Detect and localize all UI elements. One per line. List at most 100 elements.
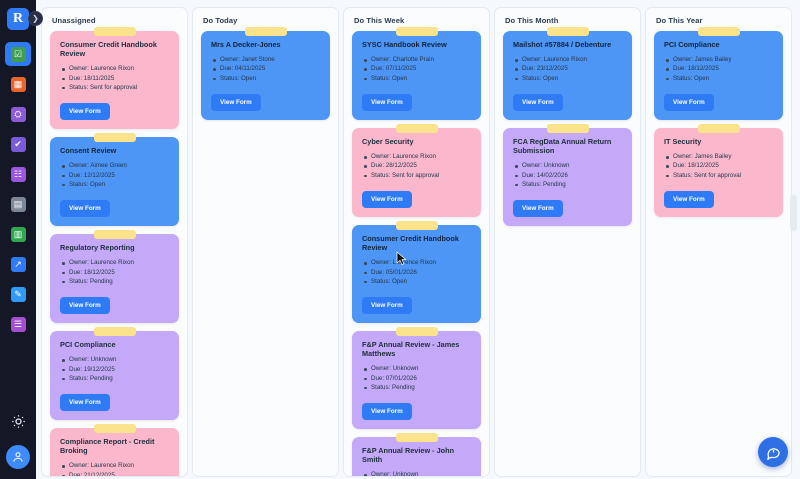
view-form-button[interactable]: View Form — [60, 297, 110, 315]
view-form-button[interactable]: View Form — [664, 94, 714, 111]
column-title: Do Today — [203, 16, 238, 25]
avatar[interactable] — [6, 445, 30, 469]
shield-check-icon: ✔ — [10, 136, 26, 152]
card-meta-due: Due: 28/12/2025 — [364, 161, 472, 170]
sun-icon[interactable] — [8, 411, 28, 431]
card-title: PCI Compliance — [60, 340, 116, 350]
view-form-button[interactable]: View Form — [60, 394, 110, 412]
card-meta-owner: Owner: Unknown — [515, 161, 623, 170]
sidebar-item-calendar[interactable]: ▦ — [5, 72, 31, 96]
card-meta-due: Due: 04/11/2025 — [213, 64, 321, 73]
form-icon: ▥ — [10, 226, 26, 242]
sidebar-item-dashboard[interactable]: ▤ — [5, 192, 31, 216]
card-tab-handle[interactable] — [244, 27, 287, 36]
card-tab-handle[interactable] — [697, 124, 740, 133]
chart-icon: ↗ — [10, 256, 26, 272]
edit-note-icon: ✎ — [10, 286, 26, 302]
view-form-button[interactable]: View Form — [664, 191, 714, 208]
card-title: Mrs A Decker-Jones — [211, 40, 281, 49]
card-tab-handle[interactable] — [93, 327, 136, 337]
view-form-button[interactable]: View Form — [513, 94, 563, 111]
card-tab-handle[interactable] — [93, 27, 136, 36]
card-meta-status: Status: Open — [364, 277, 472, 286]
card-tab-handle[interactable] — [546, 27, 589, 36]
sidebar-item-people[interactable]: ⛭ — [5, 102, 31, 126]
card-title: SYSC Handbook Review — [362, 40, 447, 49]
card-tab-handle[interactable] — [395, 27, 438, 36]
card-tab-handle[interactable] — [546, 124, 589, 133]
view-form-button[interactable]: View Form — [362, 403, 412, 421]
app-logo[interactable]: R — [7, 8, 29, 30]
column-title: Do This Month — [505, 16, 559, 25]
card-meta-status: Status: Open — [213, 74, 321, 83]
view-form-button[interactable]: View Form — [60, 103, 110, 121]
sidebar-item-forms[interactable]: ▥ — [5, 222, 31, 246]
card-title: Cyber Security — [362, 137, 414, 146]
sidebar-item-records[interactable]: ☰ — [5, 312, 31, 336]
card-title: Compliance Report - Credit Broking — [60, 437, 155, 456]
card-tab-handle[interactable] — [93, 133, 136, 143]
sidebar-item-reports[interactable]: ↗ — [5, 252, 31, 276]
card-tab-handle[interactable] — [93, 230, 136, 240]
card-tab-handle[interactable] — [395, 433, 438, 443]
card-meta-owner: Owner: Laurence Rixon — [364, 152, 472, 161]
card-meta-status: Status: Sent for approval — [666, 171, 774, 180]
view-form-button[interactable]: View Form — [211, 94, 261, 111]
records-icon: ☰ — [10, 316, 26, 332]
view-form-button[interactable]: View Form — [60, 200, 110, 218]
checklist-green-icon: ☑ — [10, 46, 26, 62]
card-meta-due: Due: 18/12/2025 — [666, 161, 774, 170]
card-tab-handle[interactable] — [395, 221, 438, 230]
view-form-button[interactable]: View Form — [362, 297, 412, 315]
card-title: Consumer Credit Handbook Review — [60, 40, 157, 59]
card-meta-owner: Owner: Unknown — [364, 470, 472, 476]
card-meta-owner: Owner: Unknown — [62, 355, 170, 364]
chat-bubble-icon[interactable] — [758, 437, 788, 467]
card-meta-due: Due: 12/12/2025 — [62, 171, 170, 180]
card-meta-due: Due: 14/02/2026 — [515, 171, 623, 180]
sidebar-item-tasks[interactable]: ☑ — [5, 42, 31, 66]
chevron-right-icon[interactable]: ❯ — [28, 11, 43, 26]
sidebar-item-edit[interactable]: ✎ — [5, 282, 31, 306]
view-form-button[interactable]: View Form — [513, 200, 563, 218]
card-tab-handle[interactable] — [93, 424, 136, 434]
card-title: F&P Annual Review - John Smith — [362, 446, 455, 465]
sidebar-item-documents[interactable]: ☷ — [5, 162, 31, 186]
card-title: IT Security — [664, 137, 702, 146]
card-tab-handle[interactable] — [697, 27, 740, 36]
card-meta-status: Status: Pending — [515, 180, 623, 189]
view-form-button[interactable]: View Form — [362, 94, 412, 111]
sidebar-item-security[interactable]: ✔ — [5, 132, 31, 156]
view-form-button[interactable]: View Form — [362, 191, 412, 208]
card-meta-status: Status: Open — [666, 74, 774, 83]
column-title: Unassigned — [52, 16, 96, 25]
card-meta-status: Status: Open — [364, 74, 472, 83]
vertical-scrollbar[interactable] — [790, 195, 797, 231]
calendar-icon: ▦ — [10, 76, 26, 92]
card-tab-handle[interactable] — [395, 124, 438, 133]
card-tab-handle[interactable] — [395, 327, 438, 337]
